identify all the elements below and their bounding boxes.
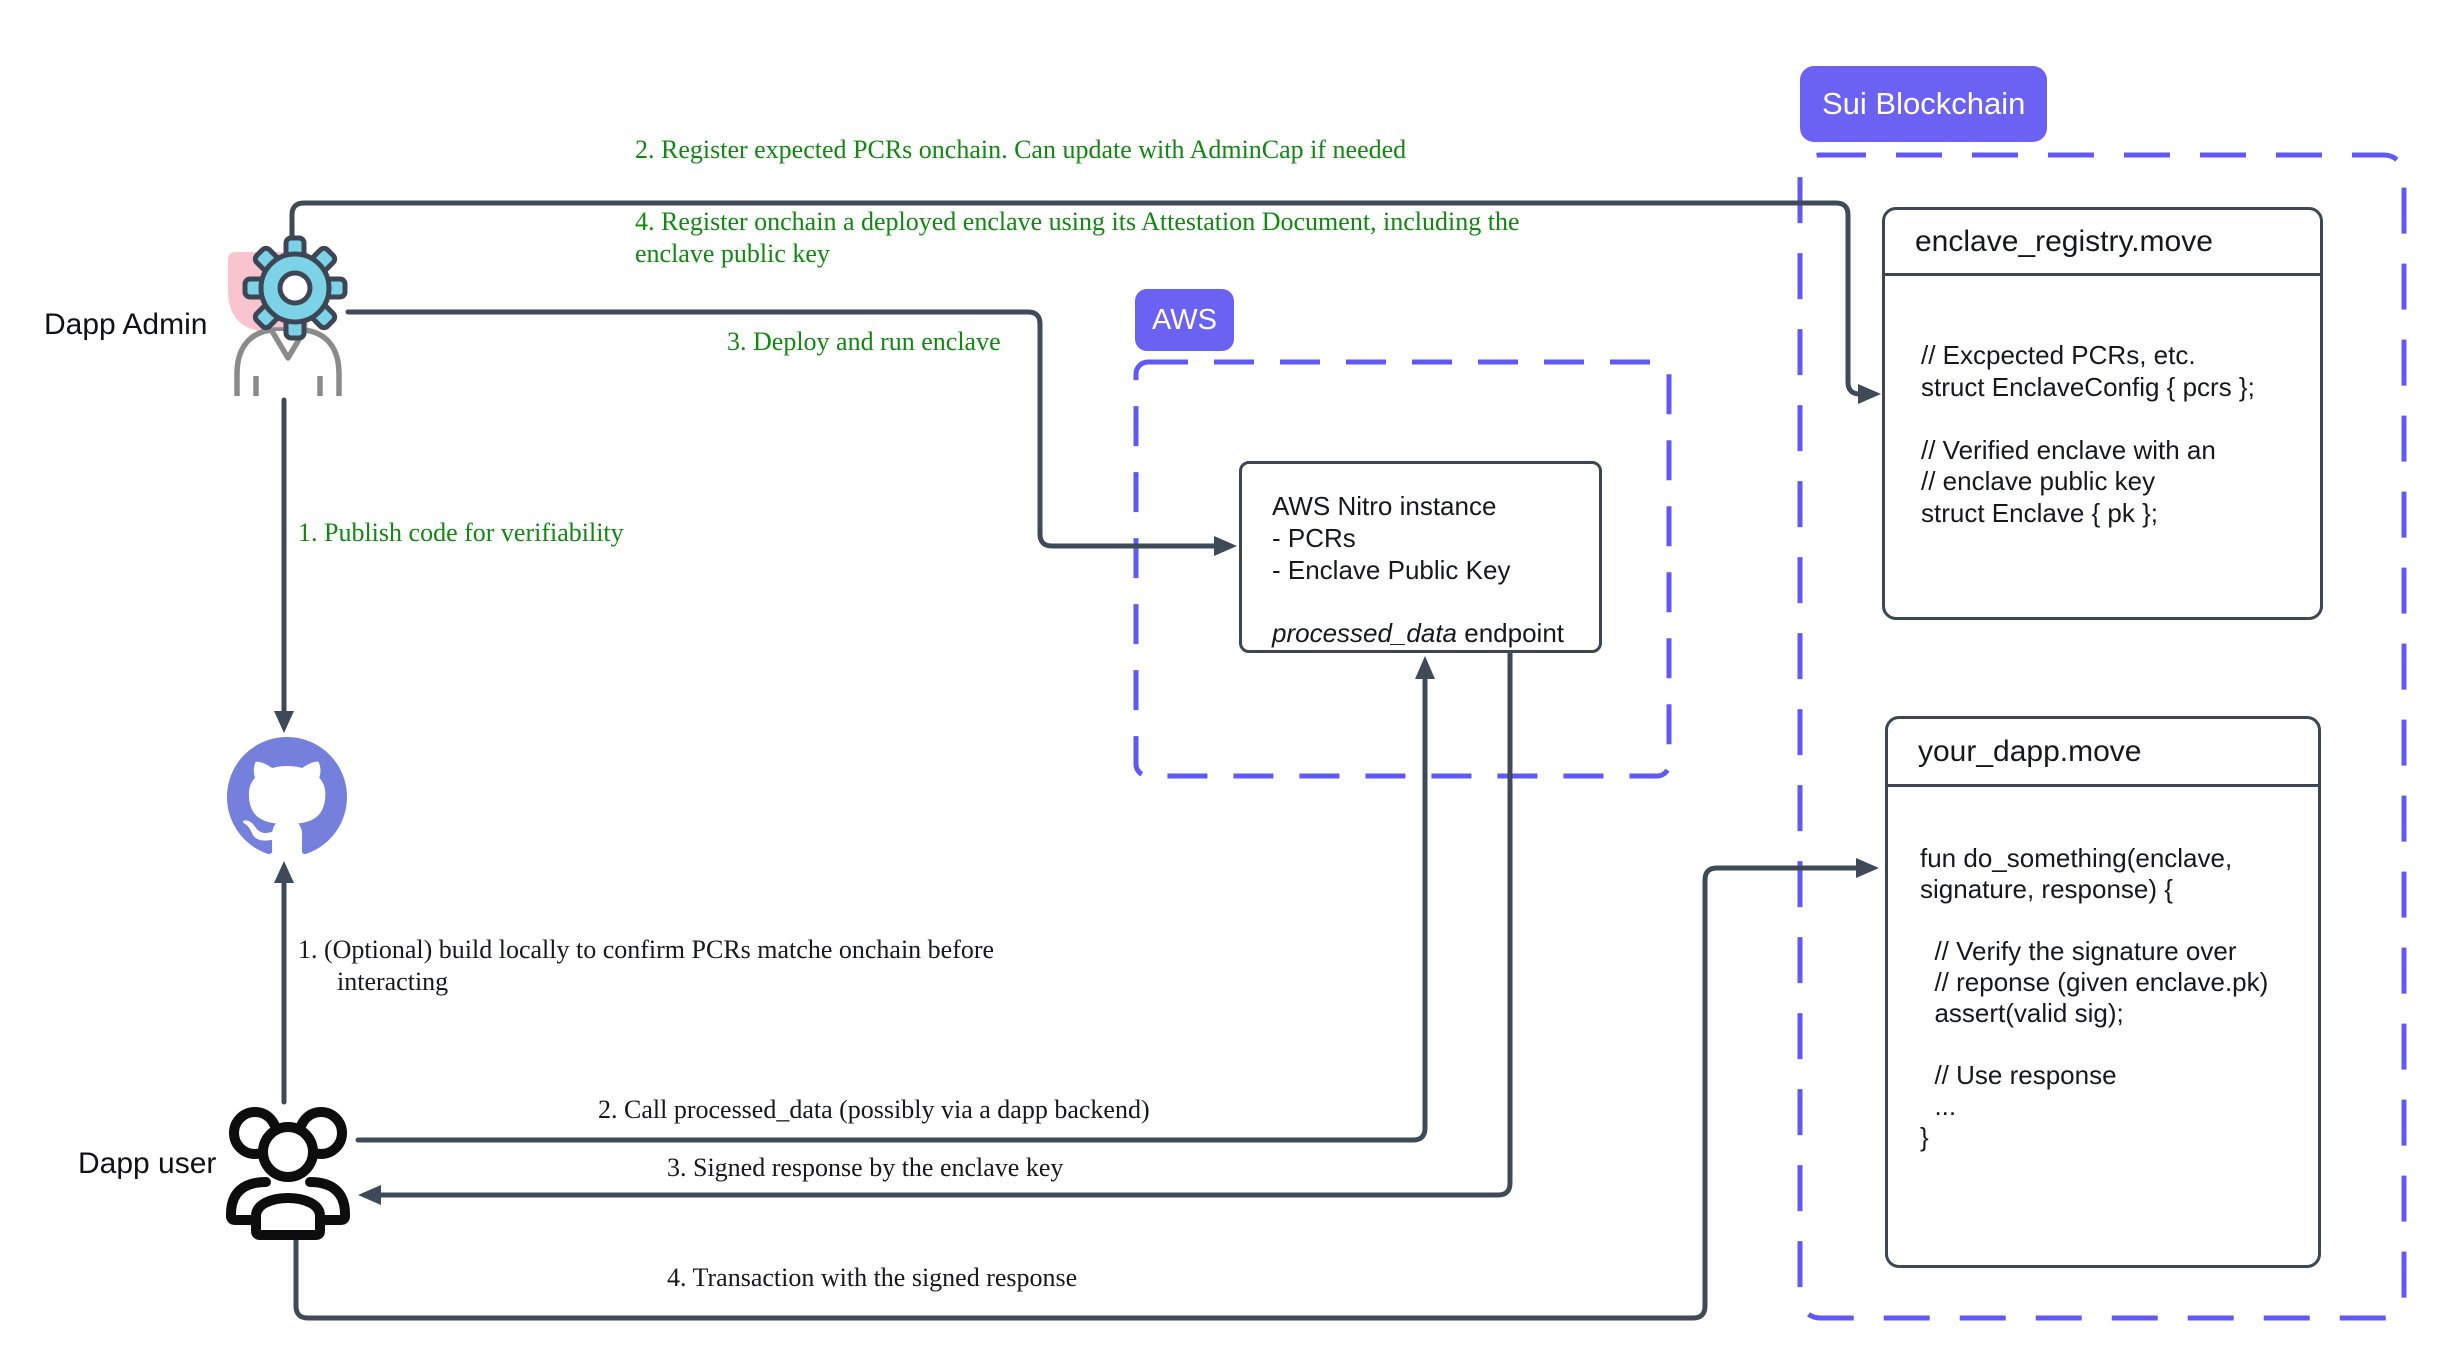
arrow-deploy-enclave <box>345 309 1221 549</box>
person-icon <box>234 327 342 396</box>
connectors <box>281 200 1867 1321</box>
step-transaction-note: 4. Transaction with the signed response <box>667 1263 1078 1292</box>
endpoint-word: endpoint <box>1457 618 1565 648</box>
step-build-note: 1. (Optional) build locally to confirm P… <box>298 935 995 996</box>
step-register-enclave-note: 4. Register onchain a deployed enclave u… <box>635 207 1520 268</box>
arrow-call-processed-data <box>355 677 1428 1143</box>
dapp-admin-icon <box>228 235 348 396</box>
arrowhead-deploy <box>1214 536 1237 556</box>
processed-data-italic: processed_data <box>1272 618 1458 648</box>
step-deploy-note: 3. Deploy and run enclave <box>727 327 1001 356</box>
step-register-pcrs-note: 2. Register expected PCRs onchain. Can u… <box>635 135 1407 164</box>
github-icon <box>227 737 347 855</box>
enclave-registry-code: // Excpected PCRs, etc. struct EnclaveCo… <box>1921 340 2255 528</box>
aws-nitro-box: AWS Nitro instance - PCRs - Enclave Publ… <box>1239 461 1602 653</box>
aws-region <box>1133 359 1672 779</box>
arrowhead-publish <box>274 711 294 733</box>
aws-nitro-lines: AWS Nitro instance - PCRs - Enclave Publ… <box>1272 491 1511 585</box>
dapp-user-label: Dapp user <box>78 1147 217 1180</box>
step-signed-note: 3. Signed response by the enclave key <box>667 1153 1064 1182</box>
step-call-note: 2. Call processed_data (possibly via a d… <box>598 1095 1150 1124</box>
enclave-registry-box: enclave_registry.move // Excpected PCRs,… <box>1882 207 2323 620</box>
dapp-admin-label: Dapp Admin <box>44 308 208 341</box>
your-dapp-box: your_dapp.move fun do_something(enclave,… <box>1885 716 2321 1268</box>
processed-data-endpoint: processed_data endpoint <box>1272 618 1564 649</box>
arrow-signed-response <box>378 647 1513 1198</box>
arrowhead-transaction <box>1856 858 1879 878</box>
sui-blockchain-badge: Sui Blockchain <box>1800 66 2048 142</box>
sui-blockchain-region <box>1797 152 2407 1321</box>
arrowhead-signed <box>358 1185 381 1205</box>
your-dapp-title: your_dapp.move <box>1888 719 2318 787</box>
aws-badge: AWS <box>1135 289 1234 351</box>
gear-icon <box>242 235 348 341</box>
arrowheads <box>274 384 1881 1205</box>
arrowhead-call <box>1415 656 1435 679</box>
enclave-registry-title: enclave_registry.move <box>1885 210 2320 276</box>
arrow-register-pcrs <box>289 200 1867 397</box>
step-publish-note: 1. Publish code for verifiability <box>298 518 624 547</box>
arrowhead-register <box>1858 384 1881 404</box>
users-icon <box>226 1107 350 1240</box>
your-dapp-code: fun do_something(enclave, signature, res… <box>1920 843 2269 1152</box>
arrowhead-build <box>274 861 294 883</box>
arrow-transaction <box>293 865 1861 1321</box>
